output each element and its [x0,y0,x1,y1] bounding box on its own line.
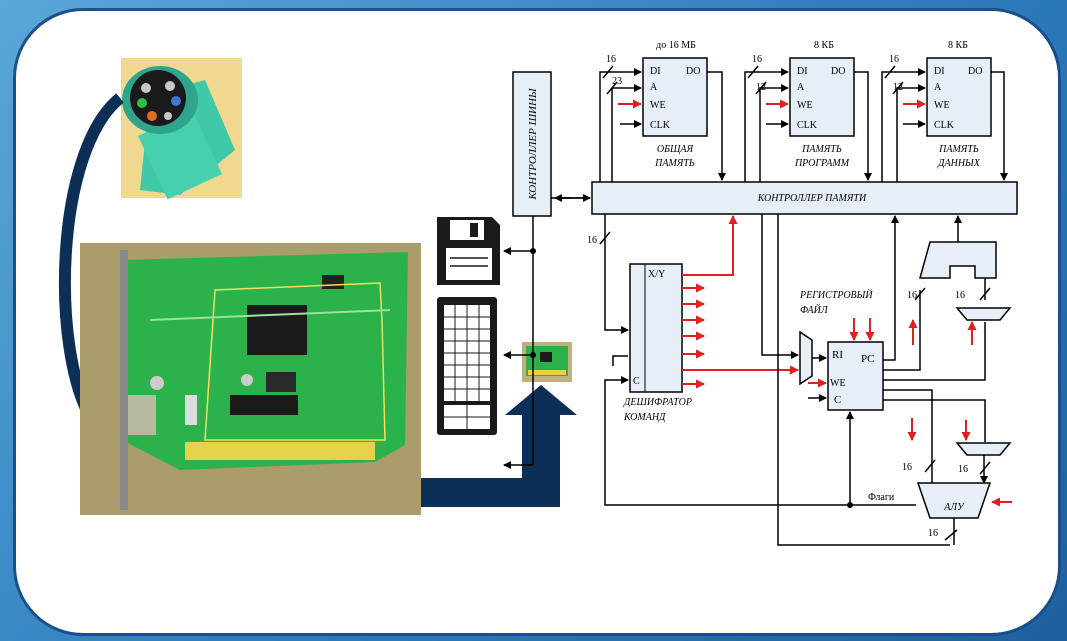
junction-dot [530,248,536,254]
decoder-c-label: C [633,376,640,387]
keyboard-icon [437,297,497,435]
port-a-label: A [650,82,658,93]
memory-name-line1: ПАМЯТЬ [801,144,842,155]
alu-flags-label: Флаги [868,492,895,503]
memory-controller-label: КОНТРОЛЛЕР ПАМЯТИ [757,193,867,204]
decoder-label-line2: КОМАНД [623,412,666,423]
memory-name-line2: ДАННЫХ [937,158,981,169]
ps2-connector-image [121,58,242,200]
mux-left-width: 16 [907,290,917,301]
memory-controller-block: КОНТРОЛЛЕР ПАМЯТИ [591,181,1018,215]
alu-label: АЛУ [943,502,965,513]
instruction-decoder-block: X/Y C ДЕШИФРАТОР КОМАНД 16 [587,214,850,506]
alu-block: АЛУ Флаги 16 16 16 [847,455,1012,545]
memory-block-shared: DI DO A WE CLK до 16 МБ ОБЩАЯ ПАМЯТЬ 16 … [599,40,726,182]
alu-out-width: 16 [928,528,938,539]
memory-name-line1: ОБЩАЯ [657,144,695,155]
small-mux-top [908,307,1012,345]
port-do-label: DO [968,66,982,77]
port-we-label: WE [797,100,813,111]
capacity-label: до 16 МБ [656,40,696,51]
mux-right-width: 16 [955,290,965,301]
register-c-label: C [834,394,841,406]
memory-block-data: DI DO A WE CLK 8 КБ ПАМЯТЬ ДАННЫХ 16 12 [881,40,1008,182]
bus-arrow-icon [421,385,577,507]
small-mux-bottom [907,418,1012,456]
capacity-label: 8 КБ [814,40,834,51]
port-di-label: DI [934,66,945,77]
register-file-block: РЕГИСТРОВЫЙ ФАЙЛ RI PC WE C [761,214,986,546]
memory-name-line2: ПАМЯТЬ [654,158,695,169]
decoder-control-outputs [682,215,799,389]
port-do-label: DO [831,66,845,77]
pcb-board-image [80,243,421,515]
memory-name-line1: ПАМЯТЬ [938,144,979,155]
port-clk-label: CLK [934,120,955,131]
port-a-label: A [797,82,805,93]
bus-width-label: 16 [752,54,762,65]
addr-width-label: 23 [612,76,622,87]
register-ri-label: RI [832,349,843,361]
decoder-xy-label: X/Y [648,269,665,280]
port-do-label: DO [686,66,700,77]
alu-left-width: 16 [902,462,912,473]
register-mux [799,330,813,386]
junction-dot [530,352,536,358]
upper-mux: 16 16 [907,215,997,301]
port-clk-label: CLK [797,120,818,131]
alu-right-width: 16 [958,464,968,475]
memory-block-program: DI DO A WE CLK 8 КБ ПАМЯТЬ ПРОГРАММ 16 1… [744,40,872,182]
port-we-label: WE [934,100,950,111]
floppy-disk-icon [437,217,500,285]
bus-width-label: 16 [606,54,616,65]
port-a-label: A [934,82,942,93]
memory-name-line2: ПРОГРАММ [794,158,850,169]
decoder-bus-width: 16 [587,235,597,246]
port-di-label: DI [797,66,808,77]
register-we-label: WE [830,378,846,389]
decoder-label-line1: ДЕШИФРАТОР [623,397,692,408]
capacity-label: 8 КБ [948,40,968,51]
register-file-label-line2: ФАЙЛ [800,304,829,316]
bus-controller-label: КОНТРОЛЛЕР ШИНЫ [527,87,539,200]
register-file-label-line1: РЕГИСТРОВЫЙ [799,289,873,301]
port-clk-label: CLK [650,120,671,131]
port-di-label: DI [650,66,661,77]
small-board-image [522,342,572,382]
bus-width-label: 16 [889,54,899,65]
port-we-label: WE [650,100,666,111]
register-pc-label: PC [861,353,874,365]
bus-controller-block: КОНТРОЛЛЕР ШИНЫ [512,71,552,217]
